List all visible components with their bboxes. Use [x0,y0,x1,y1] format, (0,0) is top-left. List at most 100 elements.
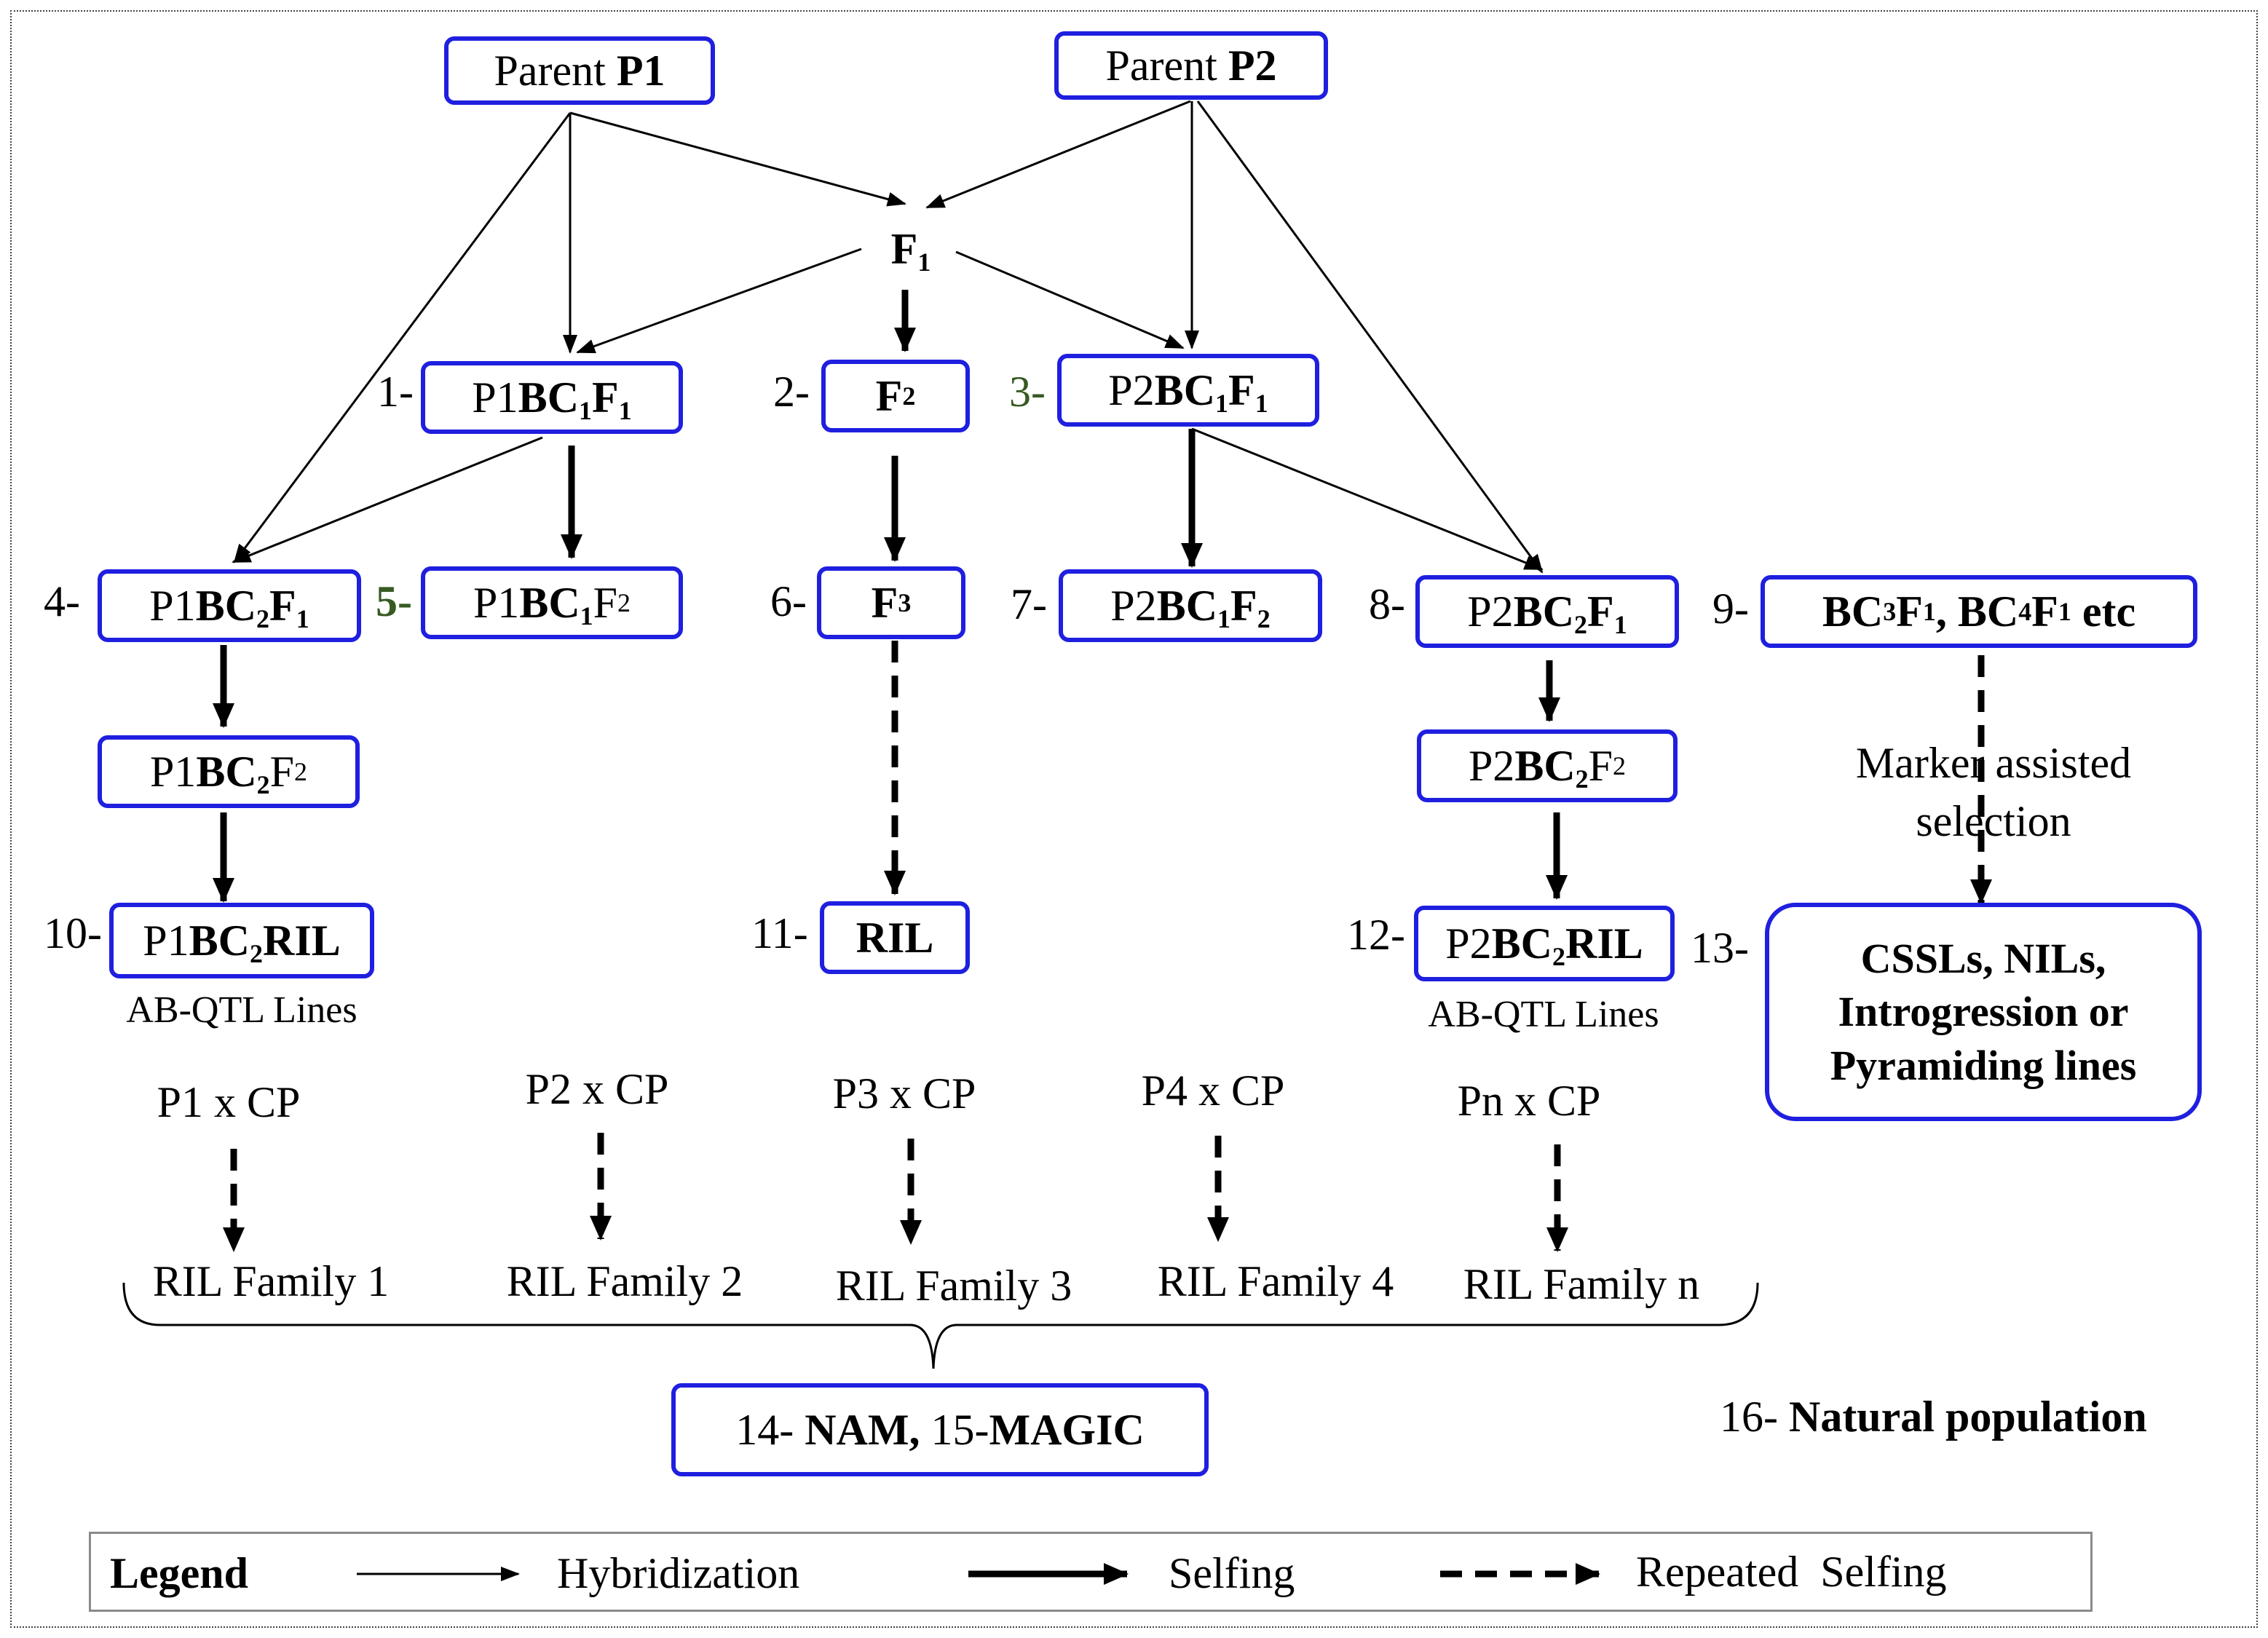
node-8-bc-sub: 2 [1574,610,1588,640]
family-n: RIL Family n [1463,1260,1700,1308]
parent-p1-prefix: Parent [494,47,606,95]
node-9-bc3: BC [1822,587,1884,636]
f1-label: F1 [890,225,931,275]
magic-label: MAGIC [989,1406,1145,1454]
p2bc2f2-bc-sub: 2 [1575,764,1589,794]
node-7-parent: P2 [1110,582,1157,630]
node-7-bc: BC [1156,582,1218,630]
node-8-bc: BC [1513,587,1575,636]
node-1-bc-sub: 1 [579,396,593,426]
arrow-f1-n3 [955,250,1185,349]
nam-label: NAM, [805,1406,920,1454]
repeated-selfing-arrows [223,641,1992,1252]
node-3-f-sub: 1 [1254,389,1268,419]
node-8-parent: P2 [1467,587,1514,636]
node-5-bc: BC [519,579,580,627]
node-10-parent: P1 [143,917,189,965]
node-2-number: 2- [773,368,810,416]
node-4-f-sub: 1 [296,604,309,634]
node-6-f: F [871,579,898,627]
node-9-etc: etc [2071,587,2136,636]
node-3-bc: BC [1154,366,1216,414]
nam-number: 14- [735,1406,805,1454]
node-11-number: 11- [751,909,808,957]
family-4: RIL Family 4 [1157,1257,1394,1305]
node-7-bc-sub: 1 [1217,604,1231,634]
p1bc2f2-f: F [269,748,295,796]
arrow-p2-n8 [1196,100,1544,574]
abqtl-label-right: AB-QTL Lines [1428,994,1659,1035]
node-5-number: 5- [376,577,412,625]
node-4-bc: BC [195,582,257,630]
node-3-parent: P2 [1108,366,1155,414]
node-12-number: 12- [1347,911,1405,959]
legend-box: Legend Hybridization Selfing Repeated Se… [89,1532,2093,1612]
cross-4: P4 x CP [1141,1067,1285,1115]
parent-p2-label: P2 [1228,41,1277,90]
cross-3: P3 x CP [832,1069,976,1117]
node-10-number: 10- [44,909,102,957]
arrow-p2-f1 [925,100,1191,209]
family-2: RIL Family 2 [506,1257,743,1305]
p1bc2f2-bc-sub: 2 [256,770,270,800]
family-1: RIL Family 1 [152,1257,390,1305]
cross-1: P1 x CP [157,1078,301,1126]
node-12-ril: RIL [1565,919,1643,968]
node-1-number: 1- [377,368,414,416]
node-6-number: 6- [770,577,807,625]
node-8-f: F [1587,587,1614,636]
nam-magic-box: 14- NAM, 15-MAGIC [671,1383,1209,1476]
node-5-f: F [593,579,618,627]
node-1-f-sub: 1 [618,396,632,426]
node-4-f: F [269,582,296,630]
node-13-line-1: CSSLs, NILs, [1860,934,2106,982]
f1-base: F [890,225,918,273]
parent-p2-prefix: Parent [1105,41,1217,90]
mas-line1: Marker assisted [1855,739,2132,787]
parent-p1-label: P1 [616,47,665,95]
families-brace [122,1282,1759,1369]
arrow-p1-f1 [569,111,906,207]
node-13-number: 13- [1691,924,1749,972]
p2bc2f2-f: F [1588,742,1613,790]
hybridization-arrows [232,100,1544,574]
node-11-box: RIL [820,901,970,974]
magic-number: 15- [920,1406,989,1454]
node-13-line-2: Introgression or [1838,988,2129,1036]
node-10-bc-sub: 2 [250,939,264,969]
node-12-bc: BC [1491,919,1553,968]
node-8-f-sub: 1 [1613,610,1627,640]
node-13-line-3: Pyramiding lines [1830,1041,2137,1089]
cross-n: Pn x CP [1457,1077,1601,1125]
arrow-n3-n8 [1191,427,1544,571]
node-3-f: F [1228,366,1255,414]
arrow-n1-n4 [232,436,543,563]
node-10-ril: RIL [263,917,341,965]
natural-label: Natural population [1788,1393,2147,1441]
node-9-number: 9- [1712,585,1749,633]
node-8-number: 8- [1369,580,1405,628]
node-9-f-b: F [2031,587,2058,636]
arrow-p1-n4 [233,112,572,563]
legend-selfing-label: Selfing [1169,1549,1295,1597]
legend-hybridization-label: Hybridization [557,1549,800,1597]
node-9-bc4: , BC [1935,587,2019,636]
selfing-arrows [213,290,1568,903]
node-10-bc: BC [189,917,250,965]
node-12-bc-sub: 2 [1552,942,1566,972]
node-2-f: F [875,372,903,420]
node-11-ril: RIL [856,914,934,962]
node-5-bc-sub: 1 [580,601,593,631]
